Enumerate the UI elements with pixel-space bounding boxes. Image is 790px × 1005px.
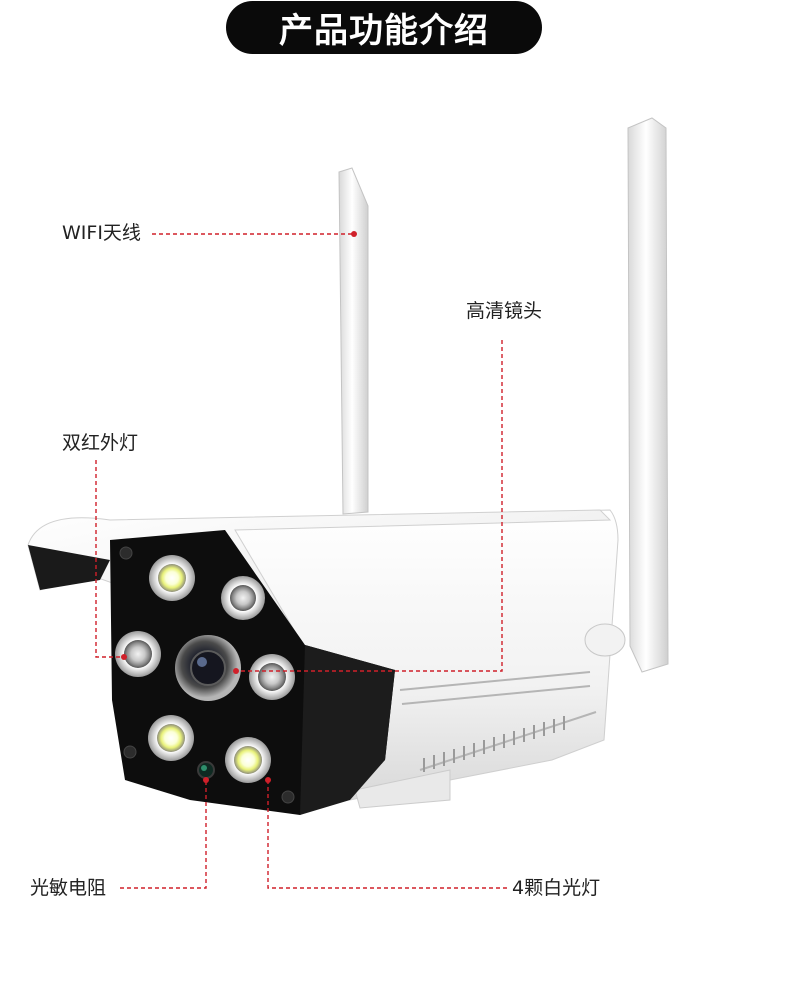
callout-white-lights: 4颗白光灯 [512, 877, 601, 899]
callout-hd-lens: 高清镜头 [466, 300, 543, 322]
screw-bottom-left [123, 745, 137, 759]
screw-top-left [119, 546, 133, 560]
hood-shadow [28, 545, 110, 590]
callout-photoresistor: 光敏电阻 [30, 877, 107, 899]
page-title: 产品功能介绍 [226, 1, 542, 54]
screw-bottom-right [281, 790, 295, 804]
vent-grille [423, 716, 565, 772]
antenna-left [338, 167, 369, 515]
antenna-joint [584, 623, 626, 657]
callout-wifi-antenna: WIFI天线 [62, 222, 141, 244]
antenna-right [627, 117, 669, 673]
front-panel-side [300, 645, 395, 815]
vent-slits [399, 671, 597, 771]
callout-dual-ir-light: 双红外灯 [62, 432, 139, 454]
page-title-text: 产品功能介绍 [279, 11, 489, 51]
callout-lines [95, 233, 508, 889]
mount-bracket [354, 769, 451, 809]
callout-dots [121, 231, 357, 783]
